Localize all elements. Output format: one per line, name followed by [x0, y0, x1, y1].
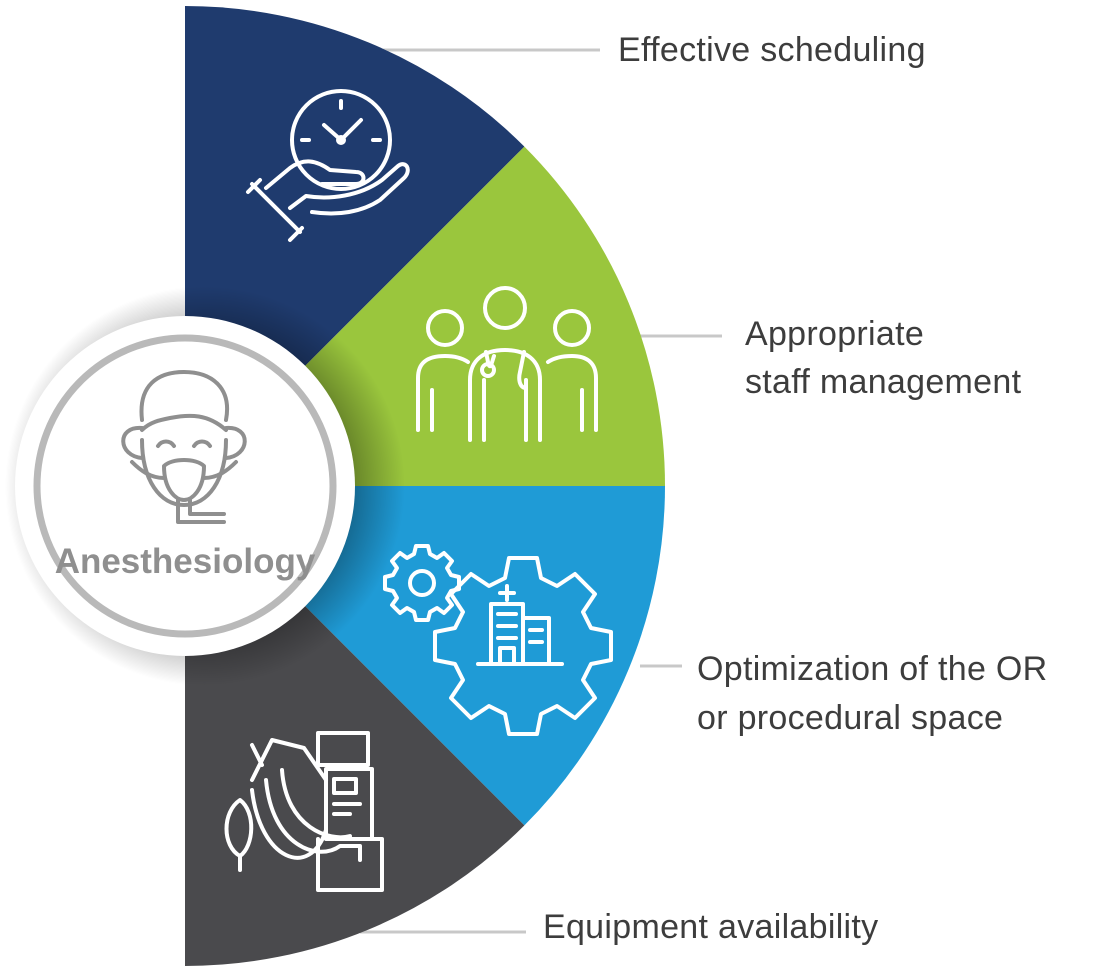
center-badge: Anesthesiology: [15, 316, 355, 656]
label-scheduling-line-1: Effective scheduling: [618, 31, 926, 69]
label-staff-line-2: staff management: [745, 363, 1022, 401]
segment-labels: Effective scheduling Appropriate staff m…: [543, 31, 1057, 946]
label-equipment: Equipment availability: [543, 908, 878, 946]
center-ring: [33, 334, 337, 638]
label-staff: Appropriate staff management: [745, 315, 1022, 401]
label-or-space-line-2: or procedural space: [697, 699, 1003, 737]
label-or-space-line-1: Optimization of the OR: [697, 650, 1048, 688]
label-staff-line-1: Appropriate: [745, 315, 924, 353]
anesthesia-machine-icon: [224, 731, 384, 892]
label-equipment-line-1: Equipment availability: [543, 908, 878, 946]
patient-oxygen-mask-icon: [121, 370, 247, 524]
connector-lines: [360, 48, 722, 934]
label-or-space: Optimization of the OR or procedural spa…: [697, 650, 1057, 737]
medical-staff-icon: [416, 286, 598, 442]
center-label: Anesthesiology: [55, 542, 316, 581]
hand-clock-icon: [246, 89, 410, 242]
label-scheduling: Effective scheduling: [618, 31, 926, 69]
hospital-gear-icon: [383, 544, 613, 736]
